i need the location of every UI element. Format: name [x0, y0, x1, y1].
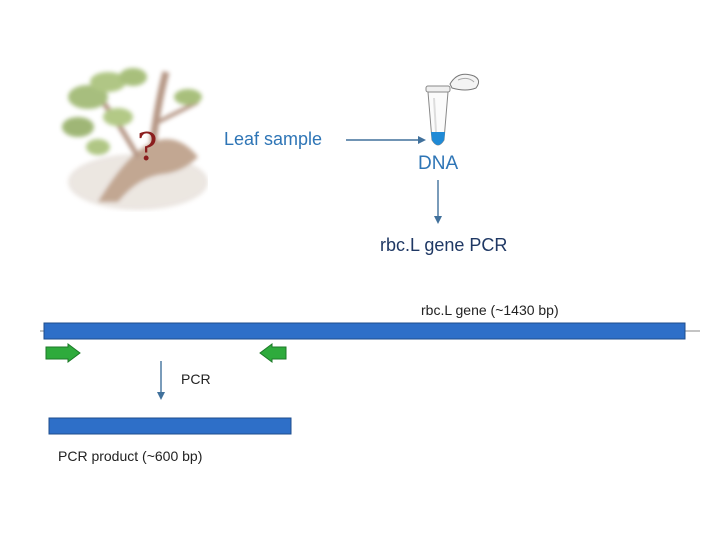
leaf-sample-label: Leaf sample: [224, 129, 323, 149]
pcr-label: PCR: [181, 371, 211, 387]
gene-bar: [43, 322, 686, 340]
question-mark: ?: [137, 125, 158, 169]
plant-image: [62, 68, 208, 210]
pcr-step-label: rbc.L gene PCR: [380, 235, 508, 255]
tube-icon: [425, 73, 480, 146]
reverse-primer-arrow: [259, 343, 287, 363]
dna-label: DNA: [418, 153, 459, 174]
gene-label: rbc.L gene (~1430 bp): [421, 302, 559, 318]
pcr-product-bar: [48, 417, 292, 435]
forward-primer-arrow: [45, 343, 81, 363]
pcr-product-label: PCR product (~600 bp): [58, 448, 203, 464]
